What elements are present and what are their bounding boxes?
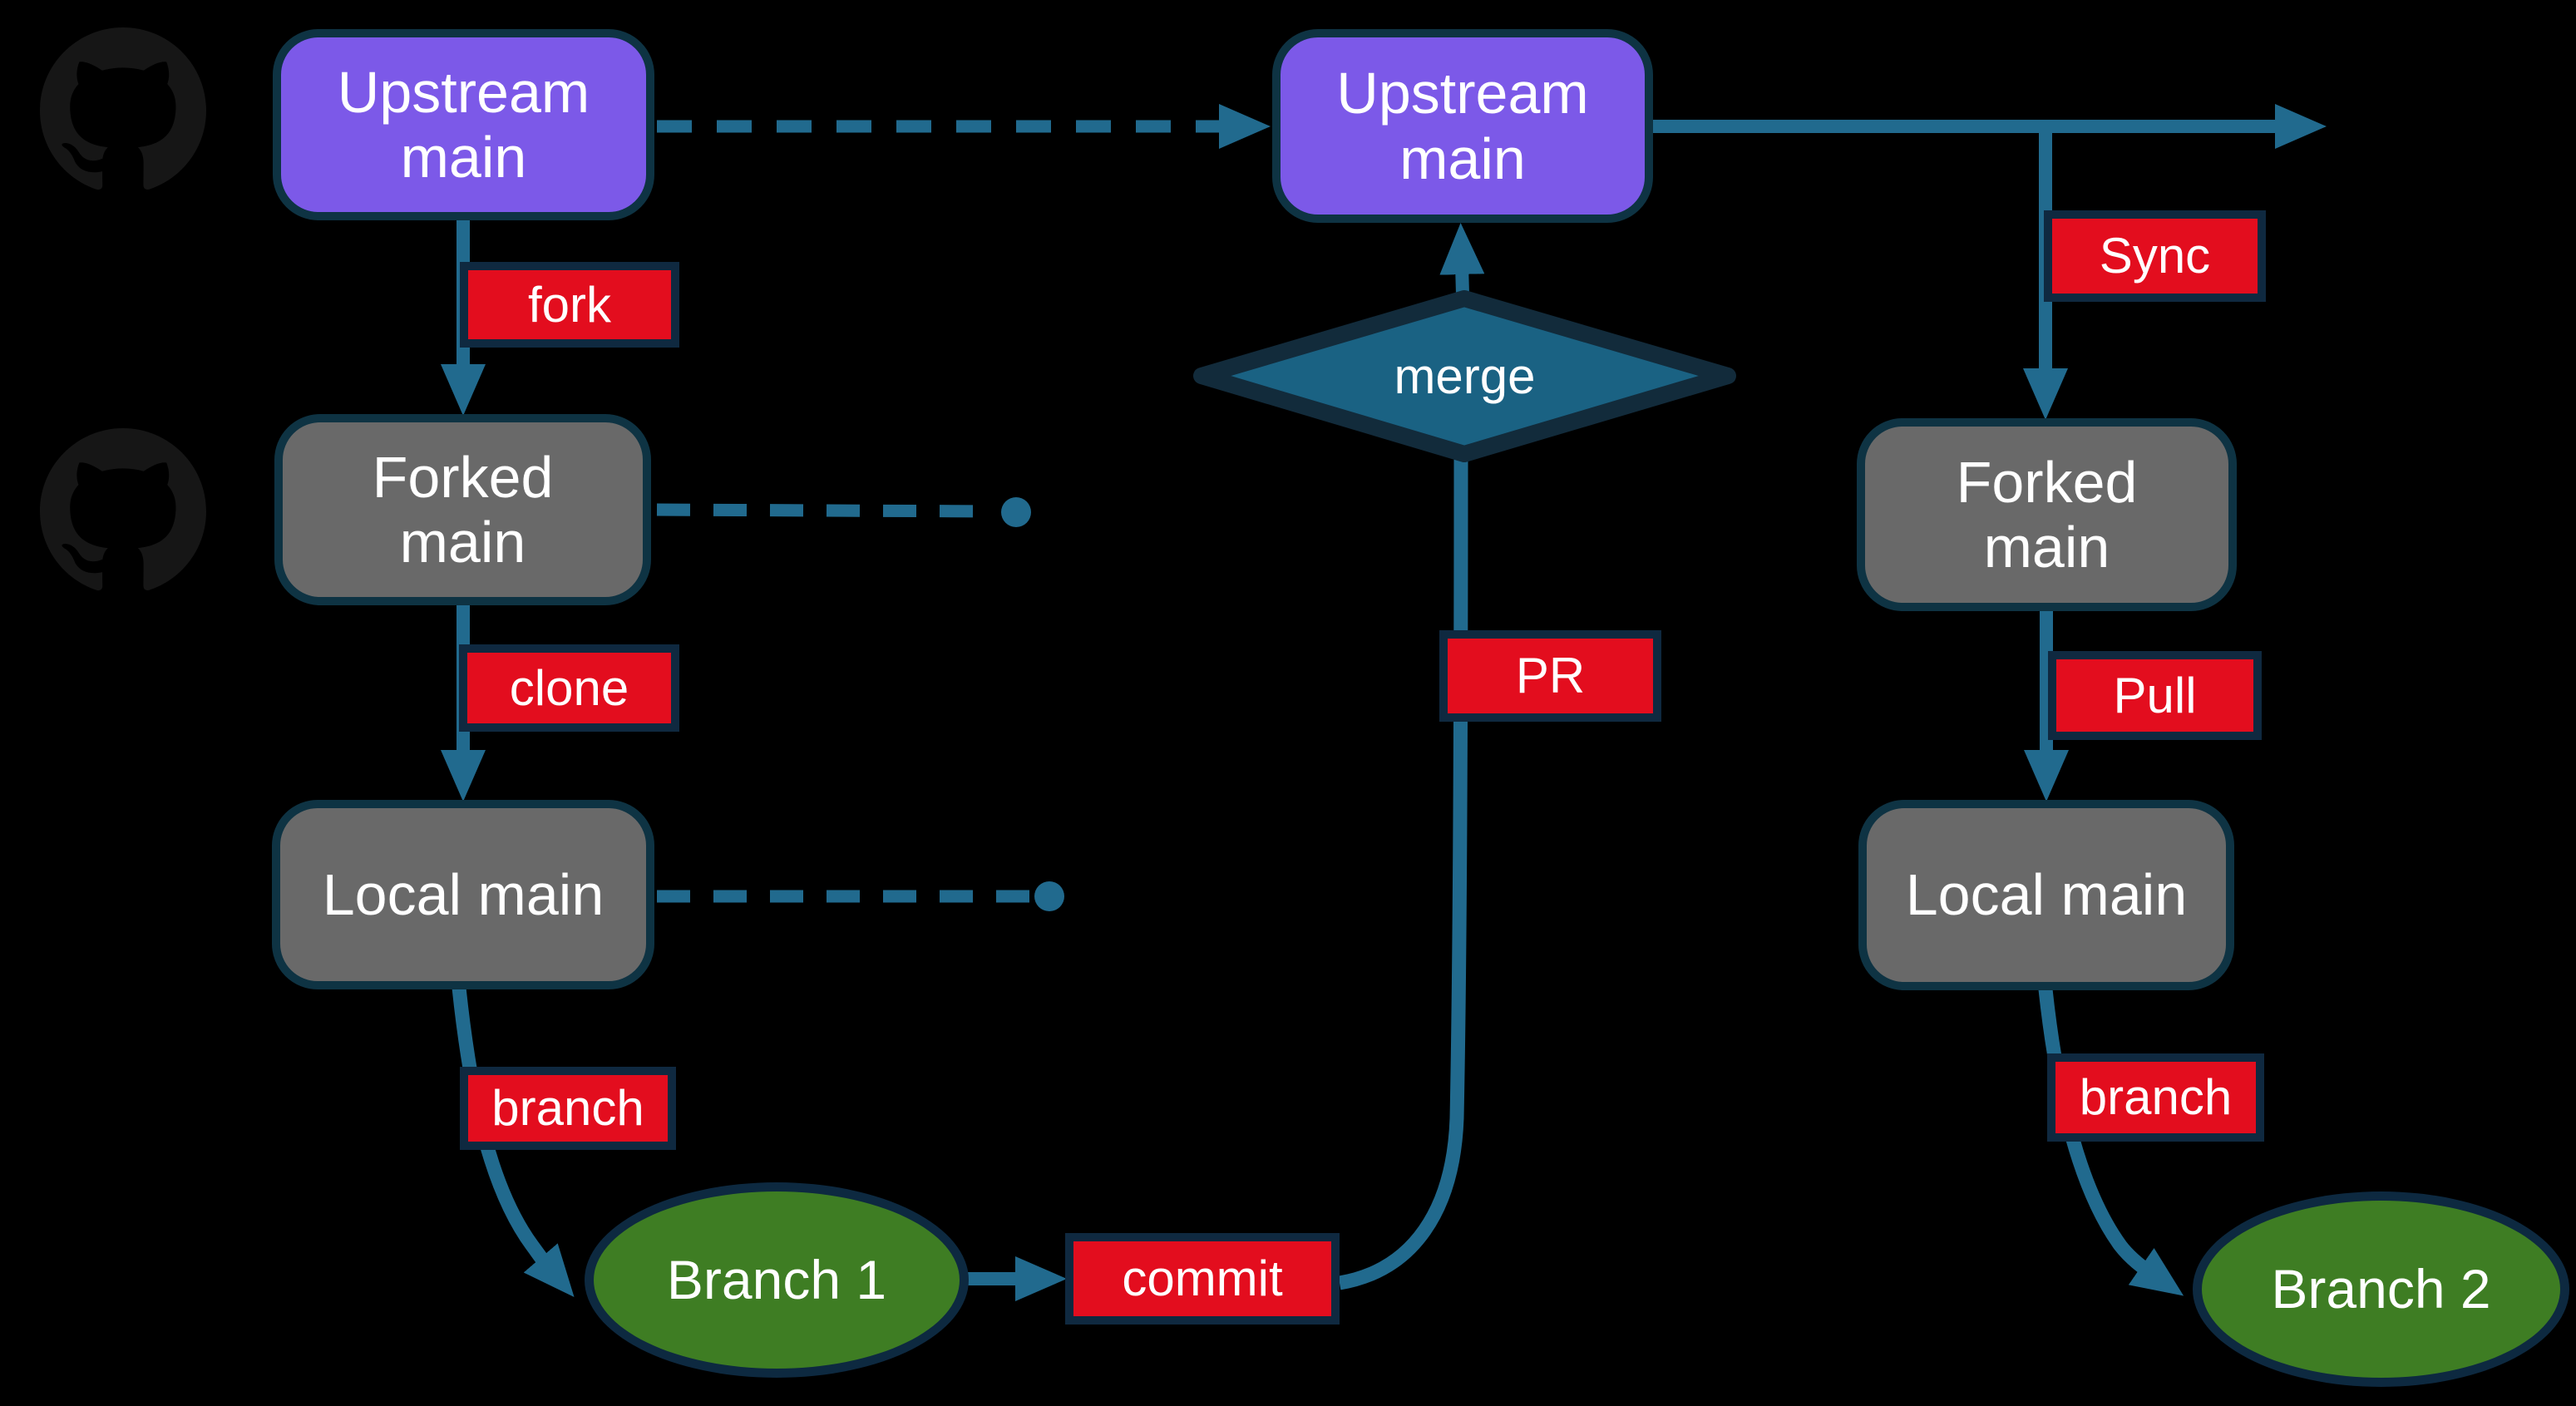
merge-diamond [1193,290,1736,462]
edge-commit-merge-curve [1338,452,1468,1290]
node-label: Upstream main [337,59,590,190]
node-local-main-right: Local main [1858,800,2234,990]
edge-label-text: Pull [2113,667,2197,723]
edge-label-branch-right: branch [2047,1053,2264,1142]
edge-branch-left-curve [452,987,575,1297]
github-icon [40,428,206,591]
node-label: Forked main [1956,449,2138,580]
edge-forked-tracking-dashed [656,503,997,518]
node-label: Branch 1 [666,1248,887,1310]
node-label: Local main [1905,862,2188,928]
edge-label-text: Sync [2099,228,2211,284]
forked-tracking-dot [1001,497,1031,527]
edge-label-sync: Sync [2044,210,2266,302]
node-label: Local main [322,861,605,927]
node-forked-main-right: Forked main [1857,418,2237,611]
node-upstream-main-center: Upstream main [1272,29,1653,223]
edge-label-commit: commit [1065,1233,1340,1325]
edge-label-pull: Pull [2048,651,2262,740]
edge-label-text: fork [527,276,612,333]
merge-diamond-label: merge [1202,298,1728,454]
edge-label-clone: clone [459,644,679,732]
edge-label-fork: fork [460,262,679,348]
node-label: Upstream main [1336,61,1589,191]
edge-label-text: commit [1122,1251,1283,1306]
node-branch-2: Branch 2 [2193,1191,2569,1387]
edge-label-branch-left: branch [460,1067,676,1150]
edge-label-text: branch [491,1080,644,1136]
edge-label-pr: PR [1439,630,1661,722]
node-local-main-left: Local main [272,800,654,989]
edge-label-text: clone [509,659,629,716]
node-forked-main-left: Forked main [274,414,651,605]
node-branch-1: Branch 1 [585,1182,969,1378]
edge-label-text: branch [2079,1069,2233,1125]
local-tracking-dot [1034,881,1064,911]
node-label: Forked main [372,444,554,575]
node-label: Branch 2 [2271,1257,2491,1320]
node-upstream-main-left: Upstream main [273,29,654,220]
edge-label-text: PR [1515,648,1586,703]
github-icon [40,27,206,190]
node-label: merge [1394,348,1536,404]
